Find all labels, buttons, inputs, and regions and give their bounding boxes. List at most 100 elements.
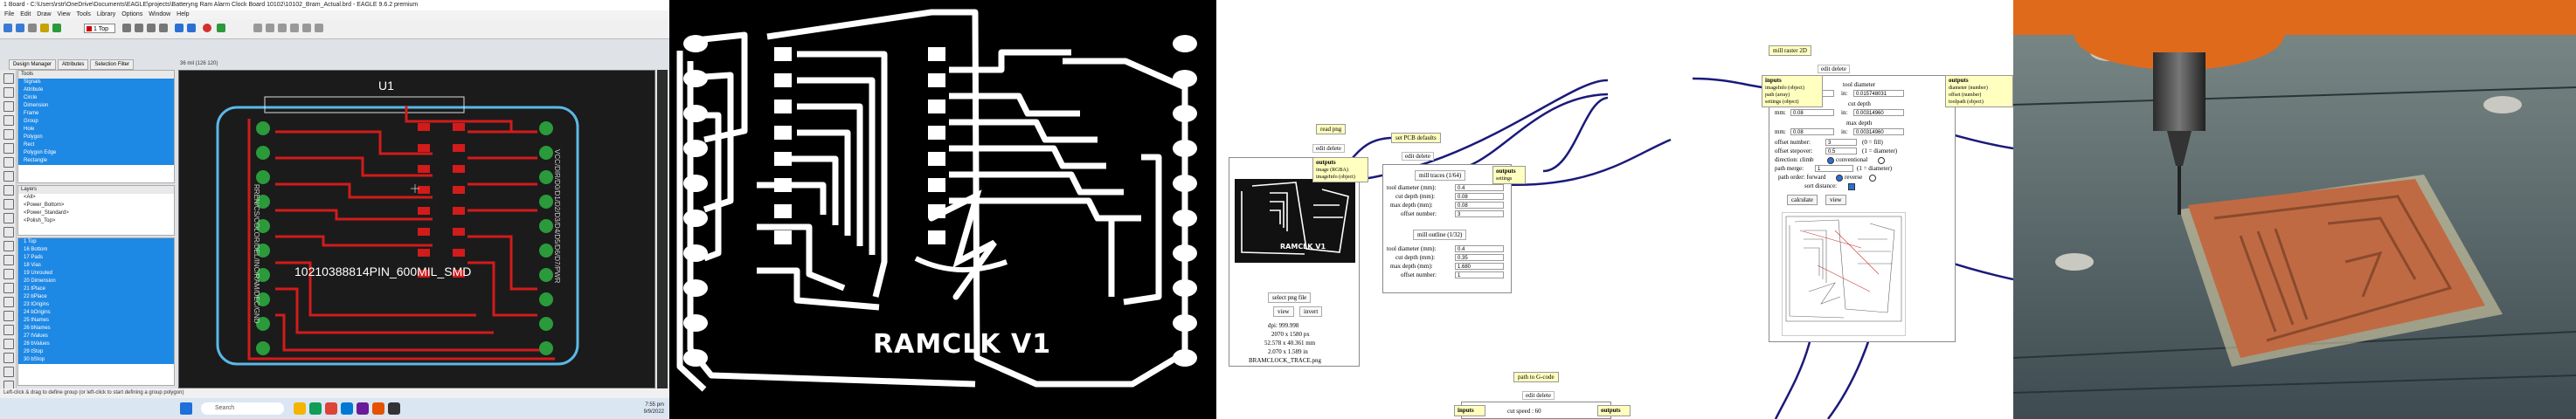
tool-diameter-in-input[interactable]: 0.015748031: [1853, 90, 1904, 97]
header-pad[interactable]: [256, 146, 270, 160]
menu-file[interactable]: File: [4, 11, 15, 17]
output-port[interactable]: image (RGBA): [1316, 168, 1348, 173]
stop-icon[interactable]: [203, 24, 211, 32]
header-pad[interactable]: [539, 195, 553, 209]
wire-tool-icon[interactable]: [3, 297, 14, 307]
pcb-defaults-title[interactable]: set PCB defaults: [1391, 133, 1441, 143]
drc-icon[interactable]: [278, 24, 287, 32]
select-png-button[interactable]: select png file: [1268, 292, 1312, 303]
start-icon[interactable]: [180, 402, 192, 415]
view-button[interactable]: view: [1825, 195, 1846, 205]
copy-tool-icon[interactable]: [3, 115, 14, 126]
layer-item[interactable]: 17 Pads: [18, 254, 174, 262]
invert-button[interactable]: invert: [1299, 306, 1323, 317]
offset-number-input[interactable]: 3: [1455, 210, 1504, 217]
header-pad[interactable]: [539, 244, 553, 258]
input-port[interactable]: imageInfo (object): [1765, 86, 1804, 91]
info-tool-icon[interactable]: [3, 73, 14, 84]
tool-item[interactable]: Rectangle: [18, 157, 174, 165]
smd-pad[interactable]: [453, 123, 465, 131]
layer-item[interactable]: 1 Top: [18, 238, 174, 246]
smd-pad[interactable]: [453, 186, 465, 194]
read-png-edit[interactable]: edit delete: [1312, 144, 1345, 153]
smd-pad[interactable]: [453, 270, 465, 278]
smd-pad[interactable]: [418, 123, 430, 131]
tool-item[interactable]: Circle: [18, 94, 174, 102]
menu-help[interactable]: Help: [177, 11, 190, 17]
smd-pad[interactable]: [418, 207, 430, 215]
header-pad[interactable]: [539, 317, 553, 331]
app-icon[interactable]: [357, 402, 369, 415]
arc-tool-icon[interactable]: [3, 311, 14, 321]
browser-icon[interactable]: [309, 402, 322, 415]
path-merge-input[interactable]: 1: [1815, 165, 1853, 172]
layer-item[interactable]: 22 bPlace: [18, 293, 174, 301]
view-button[interactable]: view: [1273, 306, 1294, 317]
ripup-tool-icon[interactable]: [3, 213, 14, 223]
terminal-icon[interactable]: [388, 402, 400, 415]
tool-item[interactable]: Polygon Edge: [18, 149, 174, 157]
outline-max-depth-input[interactable]: 1.680: [1455, 263, 1504, 270]
layer-group-item[interactable]: <Polish_Top>: [18, 217, 174, 225]
tool-item[interactable]: Polygon: [18, 134, 174, 141]
gcode-edit[interactable]: edit delete: [1522, 391, 1555, 400]
header-pad[interactable]: [256, 121, 270, 135]
smd-pad[interactable]: [418, 144, 430, 152]
input-port[interactable]: path (array): [1765, 93, 1790, 98]
tab-attributes[interactable]: Attributes: [58, 59, 89, 70]
tool-item[interactable]: Group: [18, 118, 174, 126]
cut-depth-input[interactable]: 0.08: [1455, 193, 1504, 200]
eagle-icon[interactable]: [372, 402, 384, 415]
layer-item[interactable]: 23 tOrigins: [18, 301, 174, 309]
max-depth-in-input[interactable]: 0.00314960: [1853, 128, 1904, 135]
tool-diameter-input[interactable]: 0.4: [1455, 184, 1504, 191]
smd-pad[interactable]: [418, 228, 430, 236]
offset-number-input[interactable]: 3: [1825, 139, 1857, 146]
redraw-icon[interactable]: [159, 24, 168, 32]
layer-group-item[interactable]: <Power_Standard>: [18, 210, 174, 217]
output-port[interactable]: toolpath (object): [1949, 100, 1984, 105]
menu-tools[interactable]: Tools: [76, 11, 91, 17]
header-pad[interactable]: [539, 170, 553, 184]
offset-stepover-input[interactable]: 0.5: [1825, 148, 1857, 155]
circle-tool-icon[interactable]: [3, 325, 14, 335]
tab-selection-filter[interactable]: Selection Filter: [90, 59, 135, 70]
route-tool-icon[interactable]: [3, 199, 14, 210]
rotate-tool-icon[interactable]: [3, 143, 14, 154]
menu-edit[interactable]: Edit: [20, 11, 31, 17]
menu-window[interactable]: Window: [149, 11, 171, 17]
board-canvas[interactable]: U1 10210388814PIN_600MIL_SMD RREN/CS/COL…: [178, 70, 655, 388]
open-icon[interactable]: [3, 24, 12, 32]
outline-cut-depth-input[interactable]: 0.35: [1455, 254, 1504, 261]
hole-tool-icon[interactable]: [3, 353, 14, 363]
via-tool-icon[interactable]: [3, 227, 14, 237]
edge-icon[interactable]: [341, 402, 353, 415]
output-port[interactable]: offset (number): [1949, 93, 1982, 98]
zoom-out-icon[interactable]: [147, 24, 156, 32]
measure-tool-icon[interactable]: [3, 283, 14, 293]
tool-item[interactable]: Attribute: [18, 86, 174, 94]
smd-pad[interactable]: [418, 165, 430, 173]
header-pad[interactable]: [256, 195, 270, 209]
smd-pad[interactable]: [418, 249, 430, 257]
layer-item[interactable]: 25 tNames: [18, 317, 174, 325]
smd-pad[interactable]: [453, 144, 465, 152]
layer-item[interactable]: 29 tStop: [18, 348, 174, 356]
pcb-defaults-edit[interactable]: edit delete: [1402, 152, 1434, 161]
forward-radio[interactable]: [1836, 175, 1843, 182]
board-icon[interactable]: [52, 24, 61, 32]
header-pad[interactable]: [256, 244, 270, 258]
mirror-tool-icon[interactable]: [3, 129, 14, 140]
header-pad[interactable]: [256, 219, 270, 233]
layer-item[interactable]: 19 Unrouted: [18, 270, 174, 278]
input-port[interactable]: settings (object): [1765, 100, 1799, 105]
layer-group-item[interactable]: <Power_Bottom>: [18, 202, 174, 210]
layer-item[interactable]: 21 tPlace: [18, 285, 174, 293]
header-pad[interactable]: [539, 341, 553, 355]
layer-item[interactable]: 16 Bottom: [18, 246, 174, 254]
menu-options[interactable]: Options: [121, 11, 143, 17]
header-pad[interactable]: [539, 219, 553, 233]
taskbar-search[interactable]: Search: [201, 402, 284, 415]
gcode-title[interactable]: path to G-code: [1513, 372, 1559, 382]
mill-traces-button[interactable]: mill traces (1/64): [1415, 170, 1466, 181]
